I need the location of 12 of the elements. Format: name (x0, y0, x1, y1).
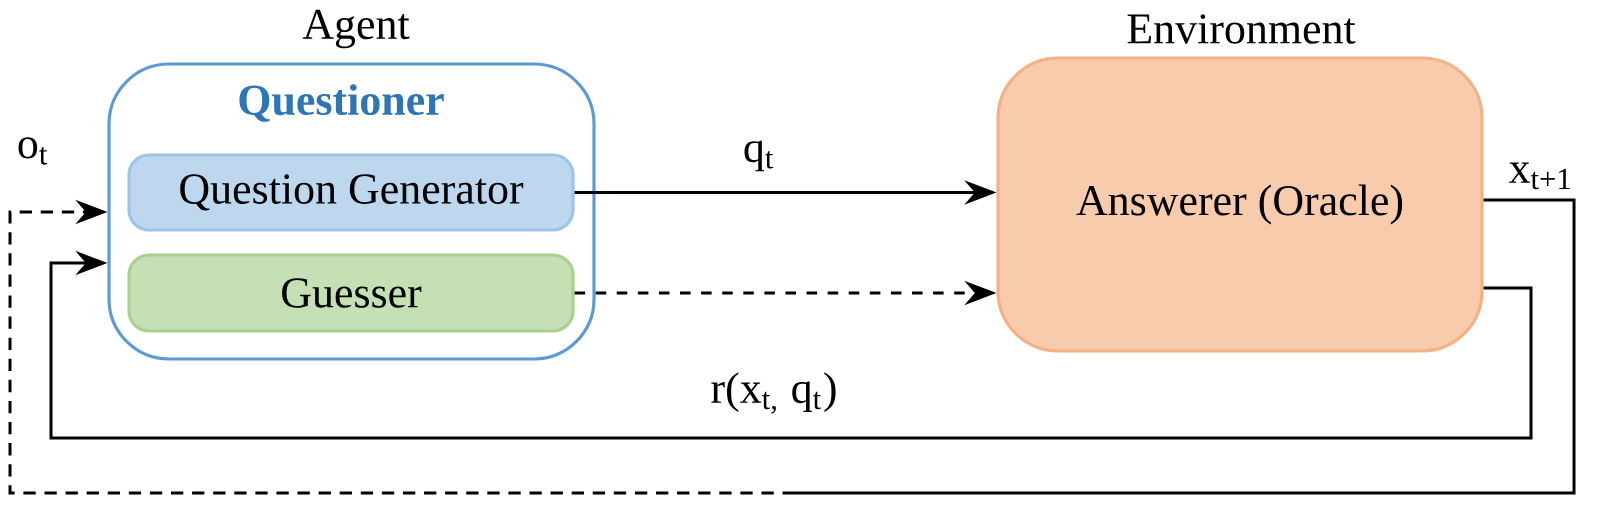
panel-title: Questioner (239, 84, 444, 122)
arrow (8, 198, 1576, 495)
process-box: Question Generator (127, 153, 575, 232)
arrow (49, 250, 1533, 440)
process-box: Guesser (127, 253, 575, 333)
panel-box: Answerer (Oracle) (996, 56, 1484, 353)
signal-label: o$_{t}$ (13, 133, 53, 169)
panel-heading: Environment (1127, 14, 1356, 44)
edge-label: r(x$_{t,}$ q$_{t}$) (706, 368, 842, 418)
panel-heading: Agent (302, 9, 410, 49)
edge-label: x$_{t+1}$ (1505, 159, 1577, 193)
edge-label: q$_{t}$ (739, 137, 779, 175)
